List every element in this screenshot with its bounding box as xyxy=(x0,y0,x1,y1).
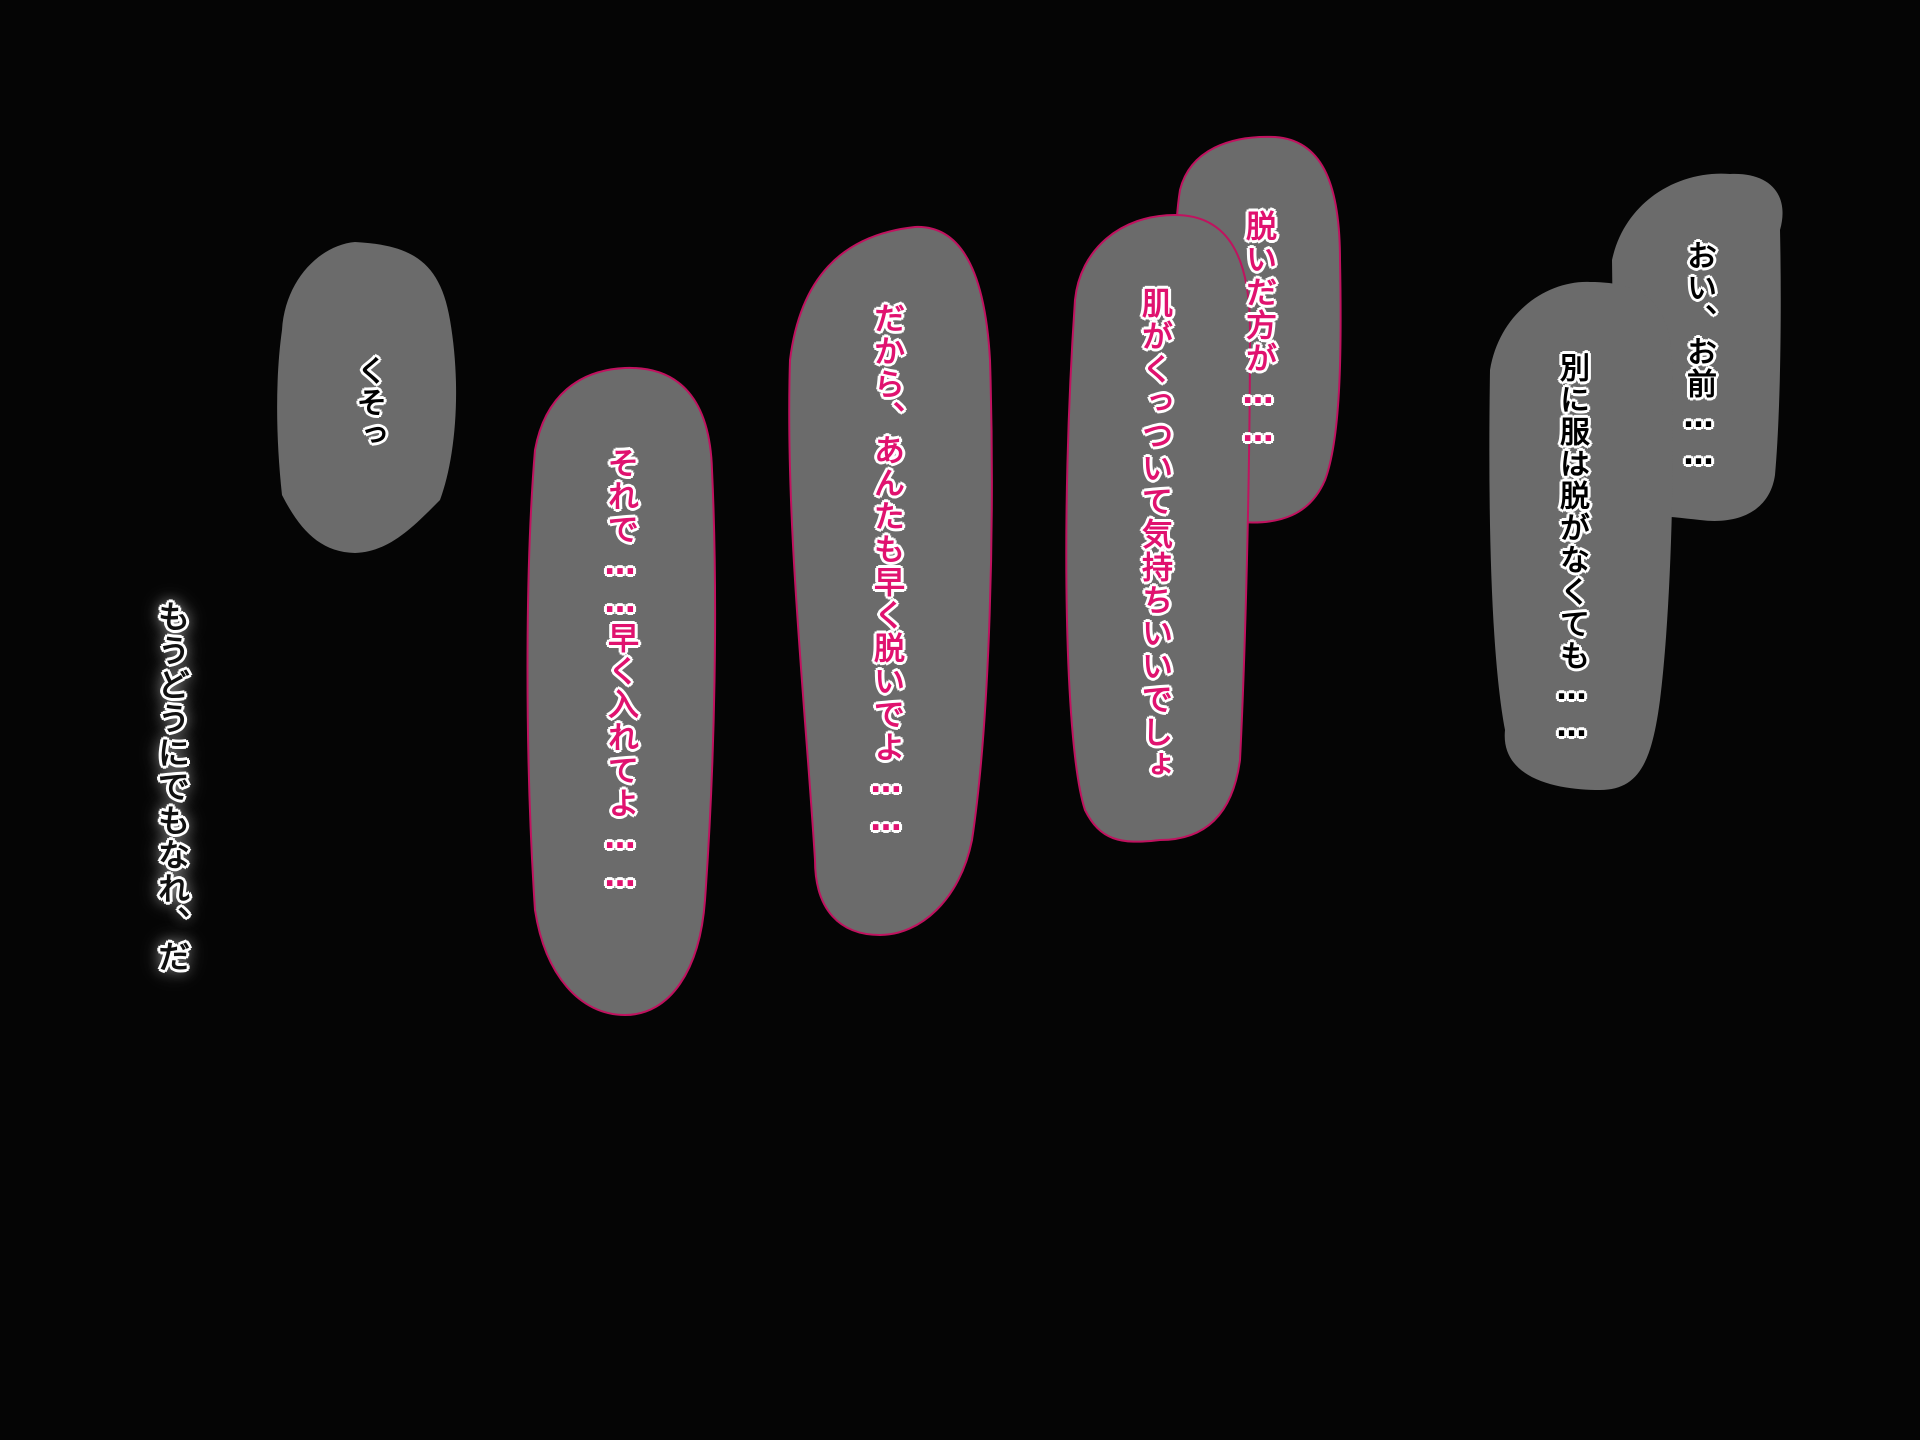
speech-bubble-hada-ga xyxy=(1065,213,1252,843)
dialogue-oi-omae: おい、お前…… xyxy=(1681,240,1716,474)
speech-bubble-kuso xyxy=(277,242,457,553)
narration-mou-dou: もうどうにでもなれ、だ xyxy=(153,600,191,974)
speech-bubble-sorede xyxy=(526,366,717,1017)
dialogue-nuida-hou: 脱いだ方が…… xyxy=(1240,210,1276,451)
dialogue-betsuni: 別に服は脱がなくても…… xyxy=(1554,352,1589,746)
speech-bubble-betsuni xyxy=(1489,281,1673,790)
dialogue-kuso: くそっ xyxy=(351,355,386,451)
dialogue-dakara: だから、あんたも早く脱いでよ…… xyxy=(868,302,904,840)
dialogue-sorede: それで……早く入れてよ…… xyxy=(602,447,638,896)
dialogue-hada-ga: 肌がくっついて気持ちいいでしょ xyxy=(1136,287,1172,782)
speech-bubble-dakara xyxy=(788,225,993,937)
